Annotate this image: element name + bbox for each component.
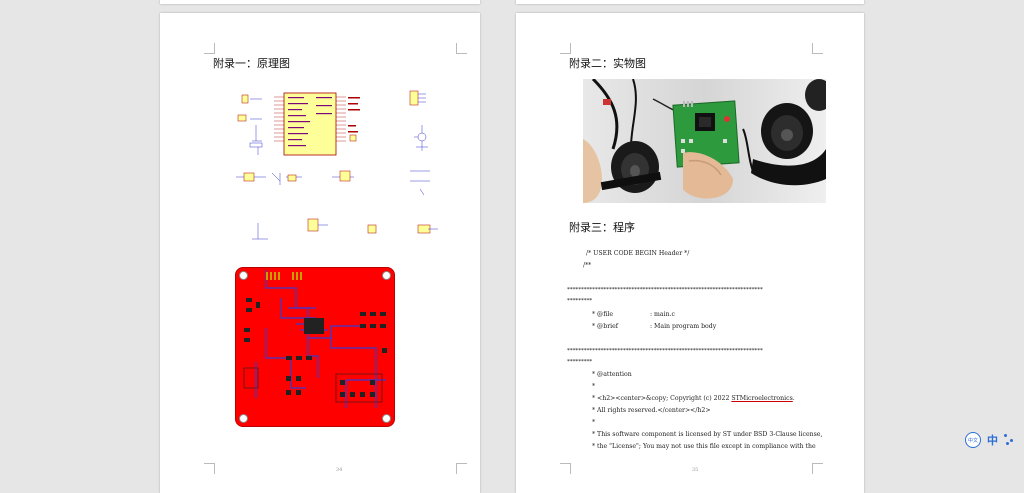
code-line: /** [583,262,592,269]
code-line: * the "License"; You may not use this fi… [592,443,816,450]
code-line: * @file [592,311,614,318]
page-number: 34 [336,467,343,473]
crop-mark [456,43,467,54]
code-line: * <h2><center>&copy; Copyright (c) 2022 … [592,395,795,403]
page-number: 35 [692,467,699,473]
code-line: * [592,419,596,426]
translate-ring-label: 中文 [967,437,978,444]
appendix-3-heading: 附录三：程序 [569,221,635,234]
code-line: * [592,383,596,390]
code-line-value: : Main program body [650,323,717,330]
previous-page-edge-right [516,0,864,4]
dots-icon[interactable] [1004,434,1016,446]
crop-mark [560,463,571,474]
crop-mark [560,43,571,54]
device-photo-drawing [583,79,826,203]
code-line: * @attention [592,371,632,378]
code-line: * All rights reserved.</center></h2> [592,407,711,414]
code-line: ****************************************… [567,287,763,293]
translate-ring-icon[interactable]: 中文 [965,432,981,448]
code-line: * @brief [592,323,619,330]
code-line: /* USER CODE BEGIN Header */ [586,250,690,257]
code-company-name: STMicroelectronics [731,395,793,402]
document-page-34: 附录一：原理图 [160,13,480,493]
crop-mark [204,463,215,474]
appendix-1-heading: 附录一：原理图 [213,57,290,70]
code-period: . [792,395,795,402]
pcb-traces [243,270,387,408]
crop-mark [204,43,215,54]
floating-translate-toolbar: 中文 中 [965,431,1016,449]
device-photo [583,79,826,203]
code-line: ********* [567,359,593,365]
crop-mark [456,463,467,474]
crop-mark [812,463,823,474]
crop-mark [812,43,823,54]
code-line: ********* [567,298,593,304]
code-line: * This software component is licensed by… [592,431,823,438]
document-page-35: 附录二：实物图 [516,13,864,493]
chinese-language-button[interactable]: 中 [987,434,998,447]
appendix-2-heading: 附录二：实物图 [569,57,646,70]
schematic-diagram [236,90,438,240]
code-line-value: : main.c [650,311,676,318]
pcb-layout-image [235,267,395,427]
previous-page-edge-left [160,0,480,4]
code-copyright-text: * <h2><center>&copy; Copyright (c) 2022 [592,395,730,402]
code-line: ****************************************… [567,348,763,354]
